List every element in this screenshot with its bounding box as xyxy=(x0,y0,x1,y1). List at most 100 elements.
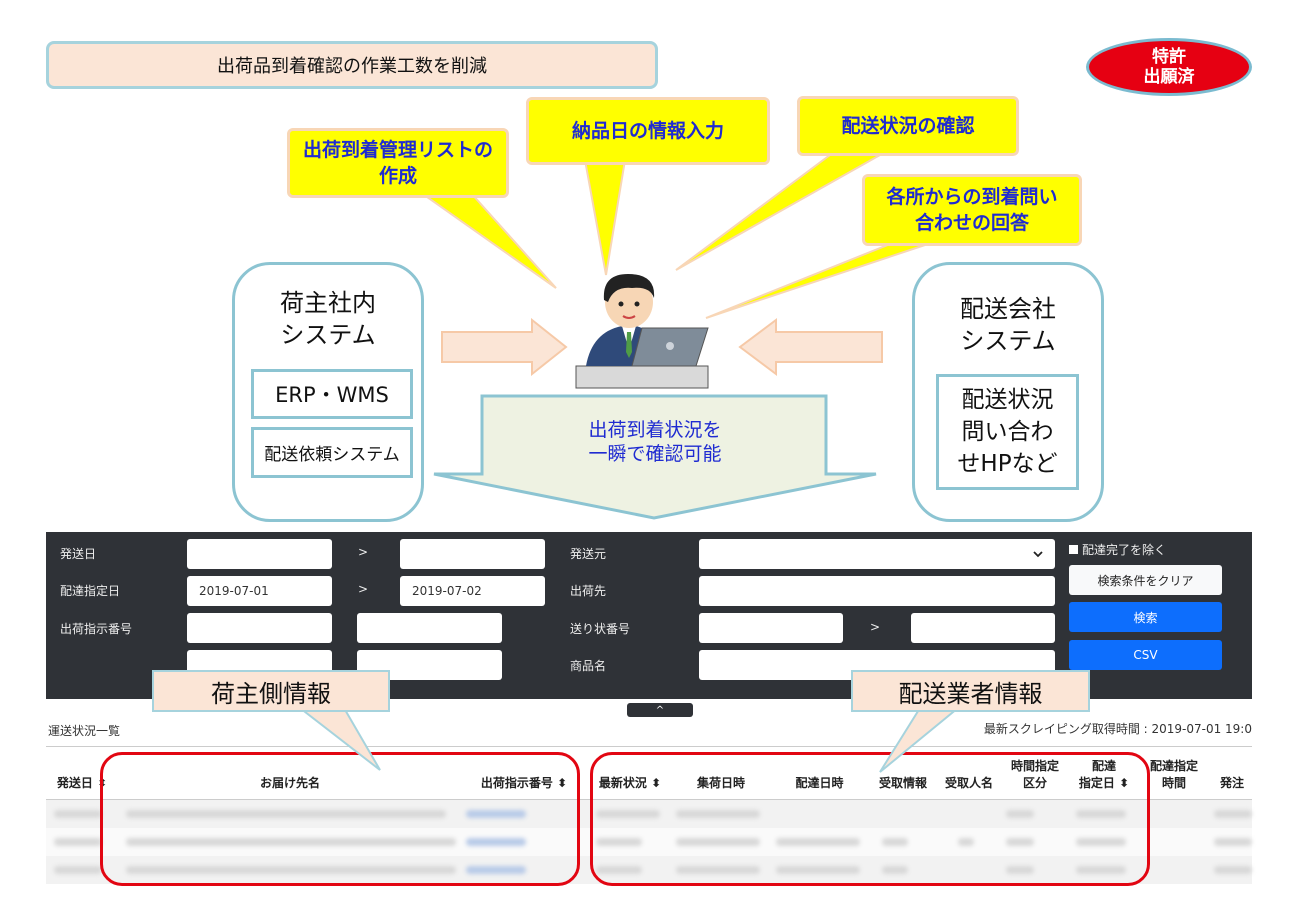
sort-icon: ⬍ xyxy=(557,776,568,790)
blurred-cell xyxy=(466,810,526,818)
delivery-date-to-input[interactable]: 2019-07-02 xyxy=(400,576,545,606)
csv-button[interactable]: CSV xyxy=(1069,640,1222,670)
bubble-inquiry-answer: 各所からの到着問い合わせの回答 xyxy=(862,174,1082,246)
carrier-hp-box: 配送状況 問い合わ せHPなど xyxy=(936,374,1079,490)
blurred-cell xyxy=(1076,810,1126,818)
ship-to-label: 出荷先 xyxy=(570,584,607,598)
shipper-info-callout: 荷主側情報 xyxy=(152,670,390,712)
blurred-cell xyxy=(1214,866,1252,874)
ship-date-from-input[interactable] xyxy=(187,539,332,569)
table-header-bottom-rule xyxy=(46,799,1252,800)
shipper-system-title-2: システム xyxy=(280,321,376,349)
blurred-cell xyxy=(676,810,760,818)
column-destination[interactable]: お届け先名 xyxy=(259,776,320,790)
sort-icon: ⬍ xyxy=(651,776,662,790)
ship-from-select[interactable] xyxy=(699,539,1055,569)
ship-date-label: 発送日 xyxy=(60,547,97,561)
person-at-laptop-icon xyxy=(575,274,709,389)
blurred-cell xyxy=(1076,866,1126,874)
delivery-date-from-input[interactable]: 2019-07-01 xyxy=(187,576,332,606)
column-pickup-datetime[interactable]: 集荷日時 xyxy=(696,776,745,790)
blurred-cell xyxy=(1006,866,1034,874)
shipper-system-title-1: 荷主社内 xyxy=(280,289,376,317)
blurred-cell xyxy=(1006,838,1034,846)
carrier-system-title-2: システム xyxy=(960,327,1056,355)
left-arrow-icon xyxy=(738,318,883,376)
blurred-cell xyxy=(882,866,908,874)
ship-to-input[interactable] xyxy=(699,576,1055,606)
shipping-order-from-input[interactable] xyxy=(187,613,332,643)
range-separator: > xyxy=(358,545,369,559)
exclude-done-checkbox[interactable]: 配達完了を除く xyxy=(1069,541,1166,558)
center-message: 出荷到着状況を 一瞬で確認可能 xyxy=(588,419,722,465)
scrape-time: 最新スクレイピング取得時間 : 2019-07-01 19:0 xyxy=(983,722,1252,736)
tracking-label: 送り状番号 xyxy=(570,622,631,636)
blurred-cell xyxy=(596,810,660,818)
patent-line2: 出願済 xyxy=(1143,67,1195,87)
blurred-cell xyxy=(126,810,446,818)
bubble-delivery-date-input: 納品日の情報入力 xyxy=(526,97,770,165)
blurred-cell xyxy=(882,838,908,846)
delivery-date-label: 配達指定日 xyxy=(60,584,121,598)
blurred-cell xyxy=(54,810,102,818)
blurred-cell xyxy=(1076,838,1126,846)
ship-from-label: 発送元 xyxy=(570,547,607,561)
carrier-system-title-1: 配送会社 xyxy=(960,295,1056,323)
blurred-cell xyxy=(958,838,974,846)
blurred-cell xyxy=(776,838,860,846)
blurred-cell xyxy=(126,838,456,846)
blurred-cell xyxy=(676,866,760,874)
bubble-delivery-status-check: 配送状況の確認 xyxy=(797,96,1019,156)
list-title: 運送状況一覧 xyxy=(48,724,121,738)
shipping-order-label: 出荷指示番号 xyxy=(60,622,133,636)
column-latest-status[interactable]: 最新状況 ⬍ xyxy=(598,776,662,790)
column-delivery-datetime[interactable]: 配達日時 xyxy=(795,776,844,790)
range-separator: > xyxy=(870,620,881,634)
right-arrow-icon xyxy=(441,318,568,376)
search-button[interactable]: 検索 xyxy=(1069,602,1222,632)
chevron-down-icon xyxy=(1033,551,1043,558)
carrier-info-callout: 配送業者情報 xyxy=(851,670,1090,712)
blurred-cell xyxy=(676,838,760,846)
product-label: 商品名 xyxy=(570,659,607,673)
blurred-cell xyxy=(1214,810,1252,818)
column-designated-date[interactable]: 配達 指定日 ⬍ xyxy=(1078,759,1130,790)
shipper-info-frame xyxy=(100,752,580,886)
blurred-cell xyxy=(776,866,860,874)
blurred-cell xyxy=(466,866,526,874)
blurred-cell xyxy=(54,838,102,846)
column-receiver-name[interactable]: 受取人名 xyxy=(944,776,993,790)
down-arrow-icon xyxy=(433,394,877,520)
blurred-cell xyxy=(1006,810,1034,818)
patent-badge: 特許 出願済 xyxy=(1086,38,1252,96)
column-order[interactable]: 発注 xyxy=(1219,776,1244,790)
column-designated-time[interactable]: 配達指定 時間 xyxy=(1149,759,1198,790)
clear-conditions-button[interactable]: 検索条件をクリア xyxy=(1069,565,1222,595)
erp-wms-box: ERP・WMS xyxy=(251,369,413,419)
blurred-cell xyxy=(466,838,526,846)
collapse-panel-button[interactable]: ^ xyxy=(627,703,693,717)
blurred-cell xyxy=(596,838,642,846)
dispatch-system-box: 配送依頼システム xyxy=(251,427,413,478)
headline-text: 出荷品到着確認の作業工数を削減 xyxy=(217,56,487,77)
blurred-cell xyxy=(126,866,456,874)
column-shipping-order-no[interactable]: 出荷指示番号 ⬍ xyxy=(480,776,568,790)
ship-date-to-input[interactable] xyxy=(400,539,545,569)
tracking-from-input[interactable] xyxy=(699,613,843,643)
tracking-to-input[interactable] xyxy=(911,613,1055,643)
table-header-top-rule xyxy=(46,746,1252,747)
blurred-cell xyxy=(1214,838,1252,846)
patent-line1: 特許 xyxy=(1152,47,1186,67)
blurred-cell xyxy=(596,866,642,874)
column-receipt-info[interactable]: 受取情報 xyxy=(878,776,927,790)
shipping-order-to-input[interactable] xyxy=(357,613,502,643)
checkbox-icon xyxy=(1069,545,1078,554)
range-separator: > xyxy=(358,582,369,596)
headline-banner: 出荷品到着確認の作業工数を削減 xyxy=(46,41,658,89)
table-body xyxy=(46,800,1252,886)
carrier-info-frame xyxy=(590,752,1150,886)
column-time-slot[interactable]: 時間指定 区分 xyxy=(1010,759,1059,790)
sort-icon: ⬍ xyxy=(1119,776,1130,790)
